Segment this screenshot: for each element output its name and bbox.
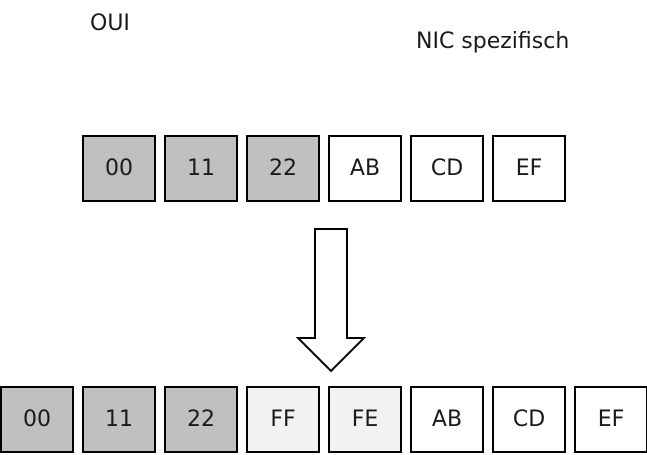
byte-cell-inserted: FE [328,386,402,453]
byte-cell-oui: 11 [82,386,156,453]
byte-cell-nic: EF [574,386,647,453]
byte-cell-oui: 22 [246,135,320,202]
byte-cell-inserted: FF [246,386,320,453]
byte-cell-nic: AB [328,135,402,202]
byte-cell-nic: CD [410,135,484,202]
byte-cell-nic: AB [410,386,484,453]
oui-label: OUI [90,11,130,36]
down-arrow-icon [296,228,366,373]
byte-cell-oui: 22 [164,386,238,453]
byte-cell-oui: 11 [164,135,238,202]
byte-cell-oui: 00 [0,386,74,453]
nic-label: NIC spezifisch [416,29,570,54]
byte-cell-nic: EF [492,135,566,202]
byte-cell-oui: 00 [82,135,156,202]
byte-cell-nic: CD [492,386,566,453]
